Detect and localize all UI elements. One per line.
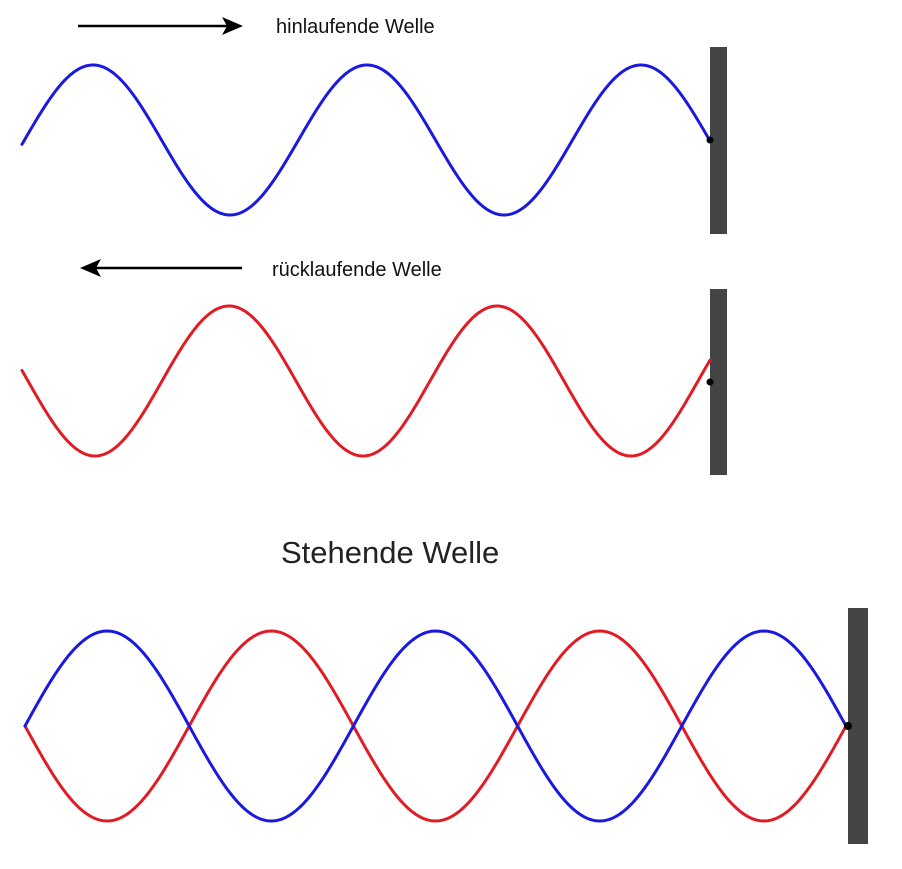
arrow-left-icon [80,259,242,277]
wall-bottom [848,608,868,844]
reflected-wave-section: rücklaufende Welle [20,259,727,475]
wall-contact-point [844,722,852,730]
standing-wave-reflected-envelope [23,629,848,823]
incident-wave-section: hinlaufende Welle [20,16,727,234]
arrow-right-icon [78,17,243,35]
standing-wave-incident-envelope [23,629,848,823]
standing-wave-section: Stehende Welle [23,535,868,844]
wall-contact-point [706,136,714,144]
reflected-wave-curve [20,304,712,458]
wall-top [710,47,727,234]
wall-middle [710,289,727,475]
reflected-wave-label: rücklaufende Welle [272,259,442,281]
incident-wave-curve [20,63,712,217]
wall-contact-point [706,378,714,386]
standing-wave-title: Stehende Welle [281,535,499,570]
incident-wave-label: hinlaufende Welle [276,16,435,38]
